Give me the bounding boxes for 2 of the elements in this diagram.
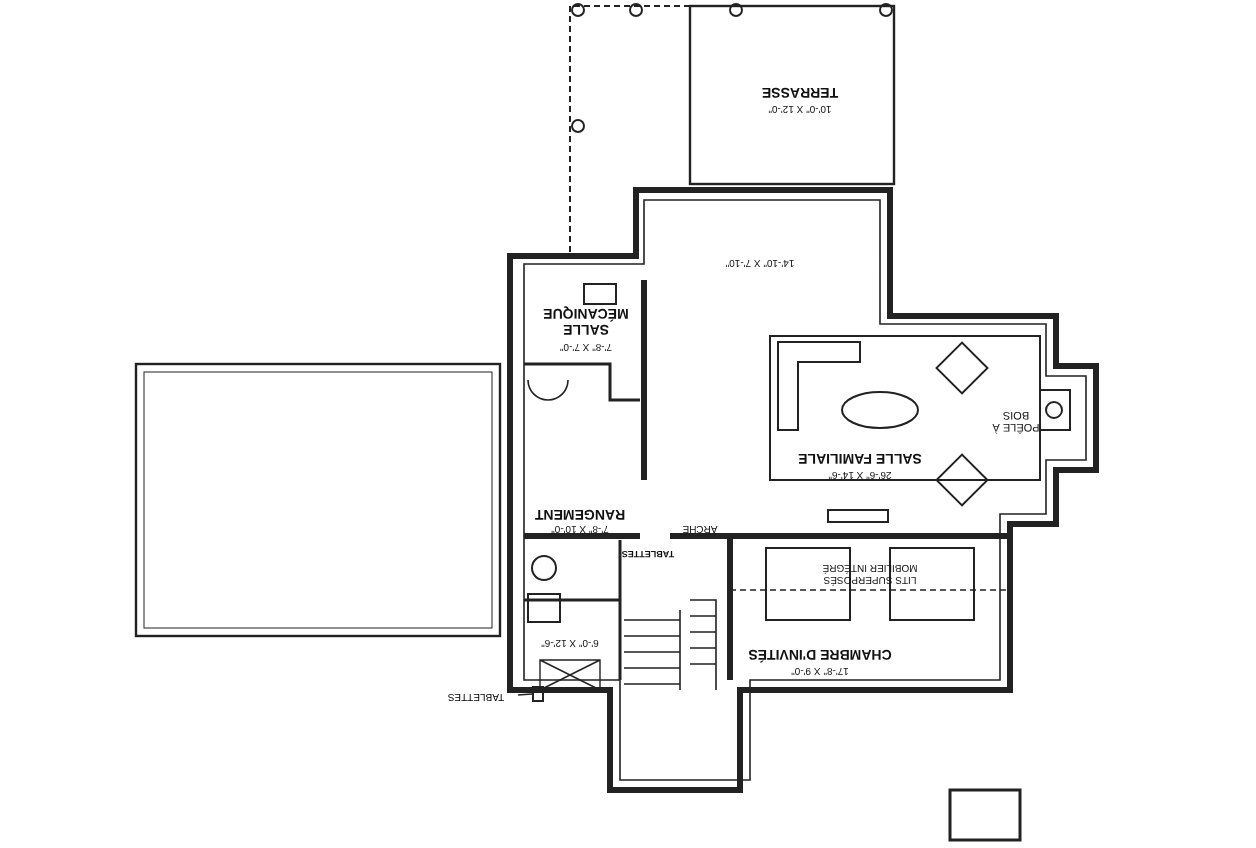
- leader-line: [517, 693, 533, 696]
- shelf: [532, 686, 544, 702]
